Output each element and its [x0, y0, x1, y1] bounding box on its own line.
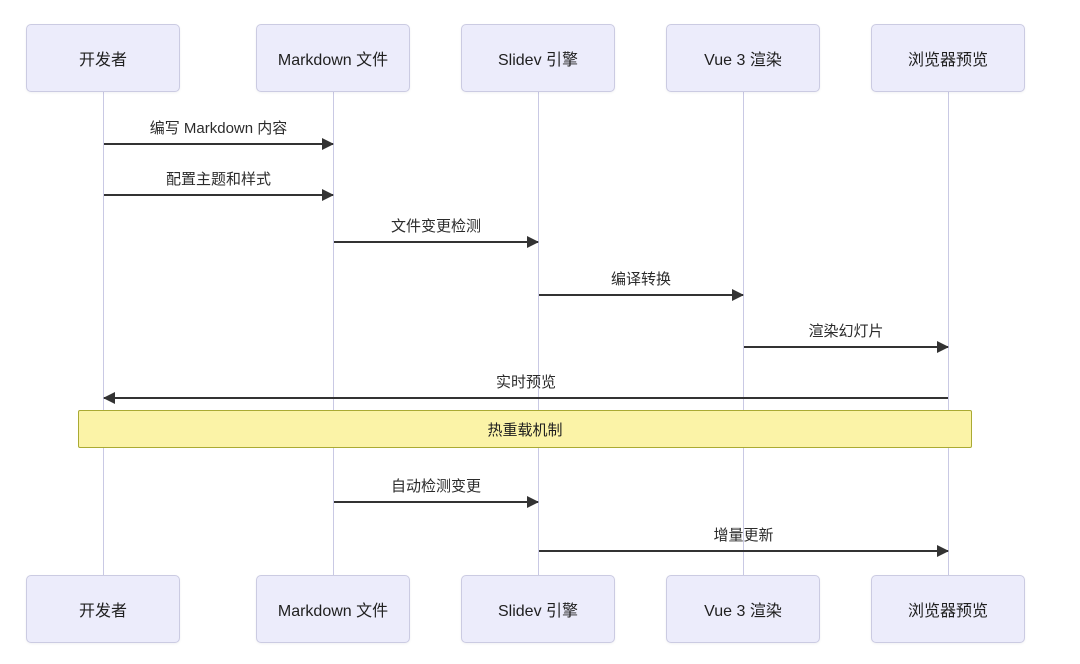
arrow-right-icon: [104, 138, 334, 150]
actor-label: 开发者: [78, 52, 127, 69]
lifeline-slidev-engine: [538, 92, 539, 576]
actor-bottom-markdown-file: Markdown 文件: [256, 575, 410, 643]
lifeline-browser-preview: [948, 92, 949, 576]
actor-label: 浏览器预览: [907, 52, 988, 69]
lifeline-markdown-file: [333, 92, 334, 576]
actor-top-slidev-engine: Slidev 引擎: [461, 24, 615, 92]
message-label: 自动检测变更: [390, 478, 481, 495]
actor-label: 开发者: [78, 603, 127, 620]
arrow-right-icon: [539, 545, 949, 557]
message-render-slides: 渲染幻灯片: [744, 321, 949, 353]
actor-label: Vue 3 渲染: [704, 52, 782, 69]
message-auto-detect-change: 自动检测变更: [334, 476, 539, 508]
message-configure-theme-style: 配置主题和样式: [104, 169, 334, 201]
message-label: 渲染幻灯片: [808, 323, 884, 340]
arrow-left-icon: [103, 392, 948, 404]
message-label: 增量更新: [713, 527, 774, 544]
actor-bottom-vue3-render: Vue 3 渲染: [666, 575, 820, 643]
actor-label: 浏览器预览: [907, 603, 988, 620]
note-hot-reload: 热重载机制: [78, 410, 972, 448]
message-label: 文件变更检测: [390, 218, 481, 235]
arrow-right-icon: [334, 236, 539, 248]
actor-bottom-browser-preview: 浏览器预览: [871, 575, 1025, 643]
actor-label: Markdown 文件: [277, 52, 389, 69]
actor-bottom-developer: 开发者: [26, 575, 180, 643]
message-file-change-detect: 文件变更检测: [334, 216, 539, 248]
message-write-markdown-content: 编写 Markdown 内容: [104, 118, 334, 150]
arrow-right-icon: [334, 496, 539, 508]
message-label: 配置主题和样式: [165, 171, 271, 188]
lifeline-vue3-render: [743, 92, 744, 576]
message-incremental-update: 增量更新: [539, 525, 949, 557]
actor-top-developer: 开发者: [26, 24, 180, 92]
actor-top-markdown-file: Markdown 文件: [256, 24, 410, 92]
arrow-right-icon: [104, 189, 334, 201]
actor-bottom-slidev-engine: Slidev 引擎: [461, 575, 615, 643]
actor-label: Vue 3 渲染: [704, 603, 782, 620]
note-label: 热重载机制: [487, 421, 563, 439]
message-label: 编写 Markdown 内容: [149, 120, 288, 137]
message-label: 编译转换: [610, 271, 671, 288]
message-live-preview: 实时预览: [103, 372, 948, 404]
message-compile-transform: 编译转换: [539, 269, 744, 301]
arrow-right-icon: [539, 289, 744, 301]
lifeline-developer: [103, 92, 104, 576]
message-label: 实时预览: [495, 374, 556, 391]
actor-top-browser-preview: 浏览器预览: [871, 24, 1025, 92]
arrow-right-icon: [744, 341, 949, 353]
actor-label: Slidev 引擎: [497, 52, 579, 69]
actor-label: Slidev 引擎: [497, 603, 579, 620]
actor-label: Markdown 文件: [277, 603, 389, 620]
actor-top-vue3-render: Vue 3 渲染: [666, 24, 820, 92]
